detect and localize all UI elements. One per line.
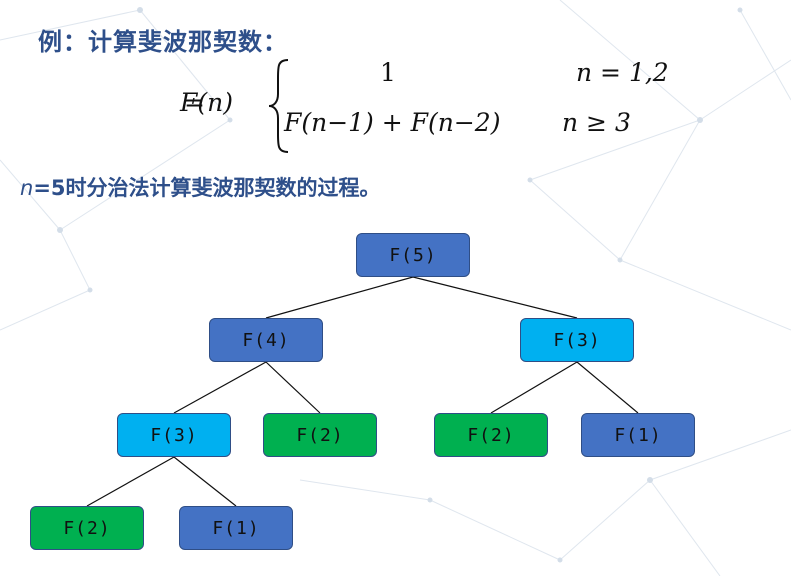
tree-edge-n4-n2a <box>265 361 321 414</box>
tree-edge-n4-n3l <box>173 361 267 414</box>
case1-value: 1 <box>380 58 396 87</box>
brace-icon <box>268 59 289 153</box>
tree-edge-n3r-n1a <box>576 361 639 414</box>
tree-edge-n3l-n2c <box>86 456 175 507</box>
tree-node-f3-left: F(3) <box>117 413 231 457</box>
tree-node-f2: F(2) <box>30 506 144 550</box>
sub-heading: n=5时分治法计算斐波那契数的过程。 <box>20 176 381 200</box>
tree-edge-n3r-n2b <box>490 361 578 414</box>
tree-node-f4: F(4) <box>209 318 323 362</box>
case1-condition: n = 1,2 <box>576 58 669 87</box>
case2-condition: n ≥ 3 <box>562 108 631 137</box>
tree-node-f3-right: F(3) <box>520 318 634 362</box>
page-heading: 例：计算斐波那契数： <box>38 28 288 56</box>
tree-edge-n3l-n1b <box>173 456 237 507</box>
tree-edge-n5-n3r <box>412 276 578 319</box>
fibonacci-formula: F(n)= 1 n = 1,2 F(n−1) + F(n−2) n ≥ 3 <box>178 56 698 156</box>
tree-node-f5: F(5) <box>356 233 470 277</box>
tree-node-f1: F(1) <box>581 413 695 457</box>
tree-node-f1: F(1) <box>179 506 293 550</box>
tree-edge-n5-n4 <box>265 276 414 319</box>
tree-node-f2: F(2) <box>263 413 377 457</box>
variable-n: n <box>20 176 34 200</box>
tree-node-f2: F(2) <box>434 413 548 457</box>
case2-value: F(n−1) + F(n−2) <box>284 108 501 137</box>
